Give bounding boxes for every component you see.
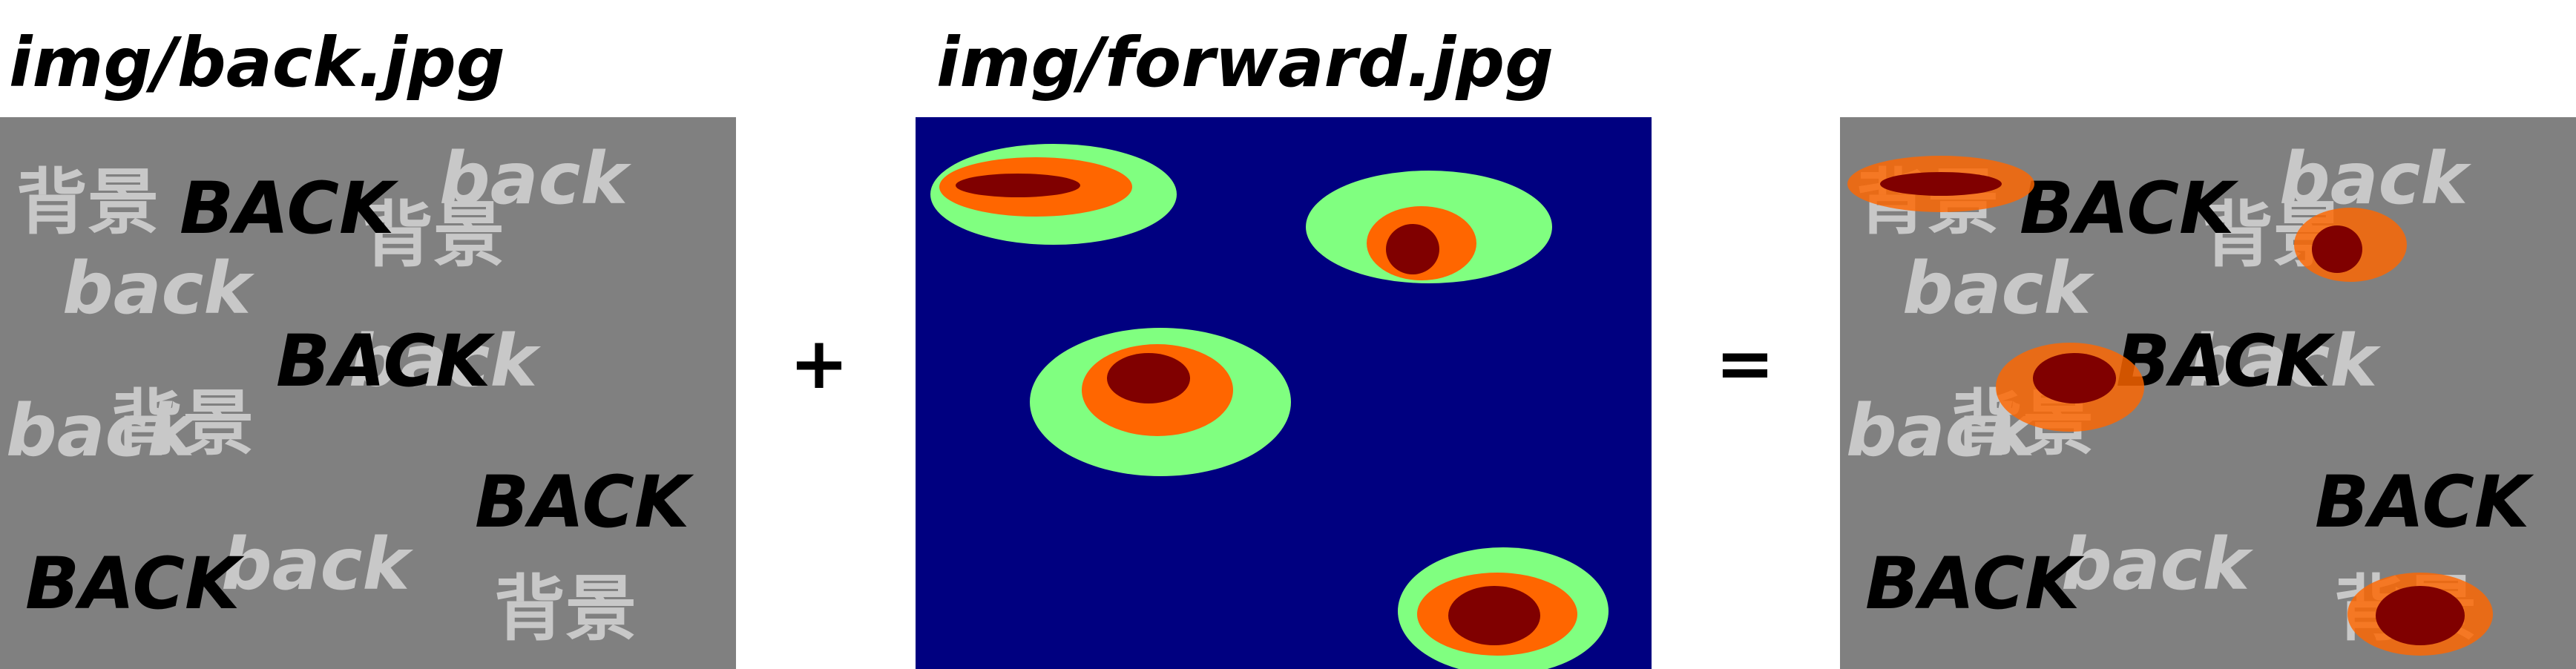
watermark-back-upper: BACK	[2116, 320, 2336, 403]
watermark-back: back	[349, 320, 541, 403]
blob-middle	[1030, 328, 1291, 476]
watermark-back: back	[439, 137, 631, 220]
blob-bottom-right	[1398, 547, 1609, 669]
back-image: 背景 背景 背景 背景 back back back back back BAC…	[0, 117, 736, 669]
equals-operator: =	[1715, 322, 1775, 405]
result-image: 背景 背景 背景 背景 back back back back back BAC…	[1840, 117, 2576, 669]
watermark-back: back	[2061, 523, 2253, 606]
forward-image	[916, 117, 1652, 669]
watermark-kanji: 背景	[16, 161, 159, 244]
watermark-back-upper: BACK	[180, 167, 399, 250]
watermark-back-upper: BACK	[276, 320, 496, 403]
watermark-back-upper: BACK	[475, 461, 694, 544]
watermark-kanji: 背景	[362, 194, 505, 277]
watermark-kanji: 背景	[111, 382, 254, 465]
caption-back: img/back.jpg	[9, 23, 505, 102]
watermark-back: back	[221, 523, 413, 606]
blob-top-right	[1306, 171, 1552, 283]
blended-blob-top-left	[1847, 156, 2034, 212]
watermark-back: back	[6, 389, 198, 472]
watermark-back-upper: BACK	[2315, 461, 2534, 544]
watermark-kanji: 背景	[494, 567, 637, 650]
blended-blob-top-right	[2294, 208, 2407, 282]
blended-blob-bottom-right	[2347, 573, 2493, 656]
watermark-back: back	[1902, 247, 2094, 330]
plus-operator: +	[789, 322, 850, 405]
blended-blob-middle	[1996, 343, 2144, 432]
caption-forward: img/forward.jpg	[936, 23, 1554, 102]
watermark-back-upper: BACK	[25, 542, 245, 625]
watermark-back: back	[62, 247, 254, 330]
blob-top-left	[930, 144, 1177, 245]
watermark-back-upper: BACK	[2020, 167, 2239, 250]
watermark-back-upper: BACK	[1865, 542, 2085, 625]
watermark-back: back	[2279, 137, 2471, 220]
watermark-back: back	[2189, 320, 2381, 403]
